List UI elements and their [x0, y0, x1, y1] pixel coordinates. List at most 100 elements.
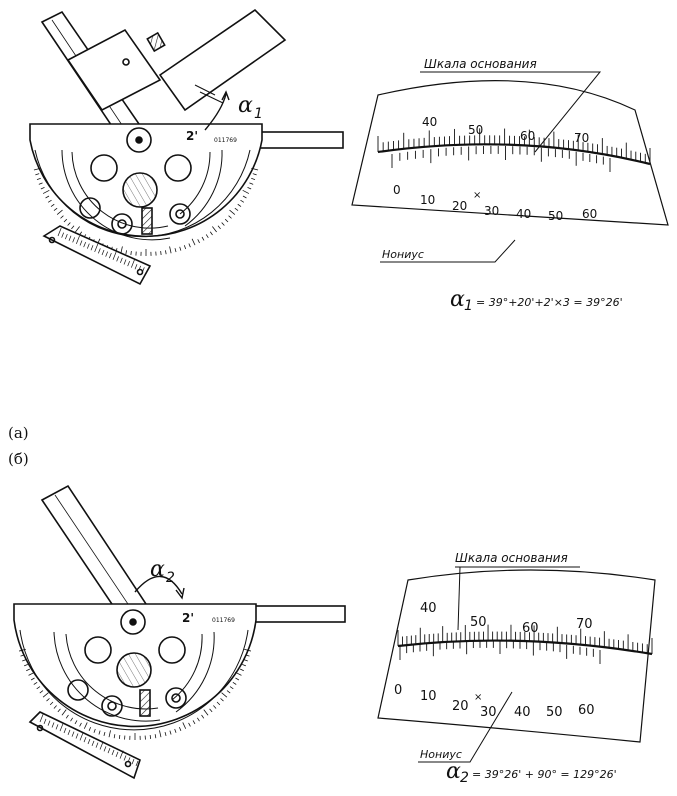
vernier-tick [91, 740, 95, 746]
scale-tick [213, 705, 217, 709]
scale-tick [244, 648, 252, 652]
scale-tick [201, 714, 205, 719]
scale-tick [251, 177, 256, 181]
scale-tick [160, 250, 162, 256]
vern-num-b-6: 60 [578, 703, 595, 718]
base-num-b-2: 60 [522, 621, 539, 636]
vernier-tick [47, 720, 51, 726]
scale-tick [130, 250, 132, 256]
vernier-tick [65, 234, 68, 240]
scale-tick [229, 209, 236, 215]
scale-tick [179, 727, 182, 732]
protractor-device-a [29, 8, 344, 286]
slider-block-a [66, 28, 162, 112]
vernier-tick [55, 724, 59, 730]
base-num-a-1: 50 [468, 123, 483, 137]
scale-tick [108, 730, 111, 738]
scale-tick [251, 167, 259, 171]
scale-tick [237, 203, 242, 207]
scale-tick [245, 654, 250, 657]
scale-tick [228, 215, 232, 219]
vernier-tick [120, 257, 123, 264]
vernier-tick [103, 746, 107, 752]
scale-tick [220, 698, 224, 702]
vernier-mark-a: × [473, 190, 481, 201]
blade-b [40, 484, 152, 624]
base-scale-label-a: Шкала основания [424, 57, 537, 71]
scale-tick [217, 225, 221, 230]
vern-num-b-1: 10 [420, 689, 437, 704]
scale-tick [209, 708, 213, 713]
scale-tick [209, 231, 213, 236]
vernier-tick [68, 235, 72, 241]
scale-tick [46, 698, 50, 702]
scale-tick [205, 234, 209, 239]
vernier-tick [101, 249, 105, 256]
base-bar-b [249, 605, 346, 623]
base-num-b-0: 40 [420, 601, 437, 616]
scale-tick [28, 671, 35, 676]
scale-tick [252, 173, 257, 176]
scale-outline-b [377, 569, 656, 743]
scale-tick [120, 246, 123, 254]
scale-tick [243, 659, 248, 662]
scale-tick [74, 720, 78, 725]
scale-tick [47, 199, 52, 203]
vernier-tick [63, 727, 67, 734]
vernier-tick [123, 259, 127, 265]
scale-tick [149, 734, 152, 740]
scale-tick [188, 722, 191, 727]
vernier-plate-a [42, 225, 152, 286]
base-num-b-1: 50 [470, 615, 487, 630]
scale-tick [221, 692, 228, 698]
device-marking-b: 2' [182, 611, 194, 625]
formula-index-a: 1 [464, 298, 473, 314]
scale-tick [53, 705, 57, 709]
scale-tick [98, 730, 101, 735]
vern-num-a-1: 10 [420, 193, 435, 207]
scale-tick [229, 686, 234, 690]
scale-tick [18, 648, 26, 652]
scale-tick [118, 734, 121, 740]
vernier-tick [112, 251, 117, 260]
vernier-tick [79, 240, 83, 246]
divider-arc-b [397, 639, 653, 656]
scale-tick [212, 226, 217, 233]
base-num-a-2: 60 [520, 129, 535, 143]
vernier-tick [123, 755, 127, 761]
scale-tick [63, 218, 68, 223]
vernier-numbers-a: 0 10 20 30 40 50 60 [393, 183, 597, 223]
scale-tick [93, 728, 96, 733]
scale-tick [154, 734, 157, 739]
base-num-b-3: 70 [576, 617, 593, 632]
vernier-tick [57, 227, 62, 237]
angle-symbol-b: α [150, 557, 165, 582]
panel-label-a: (а) [8, 424, 29, 442]
vernier-tick [94, 243, 99, 252]
angle-index-b: 2 [166, 570, 175, 586]
scale-tick [183, 245, 187, 250]
vernier-tick [95, 742, 99, 748]
scale-tick [56, 209, 63, 215]
scale-tick [242, 189, 250, 194]
scale-tick [22, 659, 27, 662]
scale-tick [201, 236, 205, 241]
scale-tick [88, 727, 91, 732]
base-scale-label-b: Шкала основания [455, 551, 568, 565]
scale-tick [75, 226, 80, 233]
vernier-tick [83, 737, 87, 743]
formula-symbol-b: α [446, 759, 461, 784]
vernier-tick [111, 749, 115, 756]
scale-tick [60, 215, 64, 219]
vernier-tick [76, 235, 80, 245]
formula-a: α 1 = 39°+20'+2'×3 = 39°26' [450, 287, 623, 314]
vernier-tick [90, 245, 94, 251]
vernier-tick [83, 241, 86, 248]
vernier-tick [87, 243, 90, 249]
scale-tick [67, 222, 71, 226]
scale-tick [57, 708, 61, 713]
vernier-tick [145, 268, 149, 275]
vernier-tick [115, 751, 119, 757]
vernier-tick [71, 731, 75, 737]
scale-tick [36, 177, 41, 181]
